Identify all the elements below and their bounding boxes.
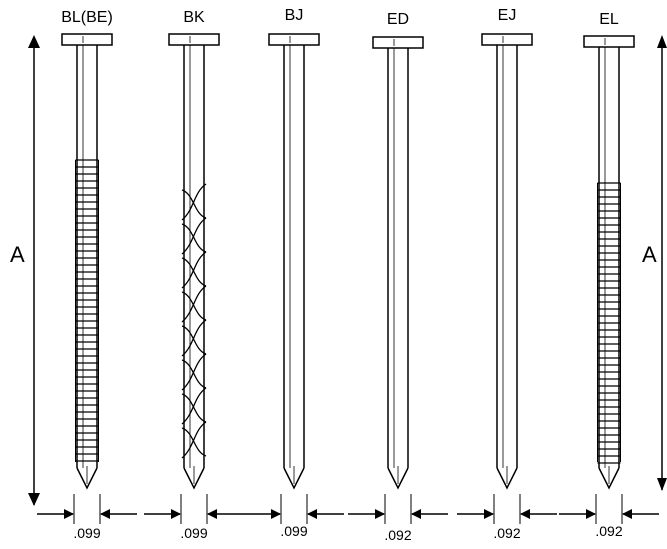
nail-bj: BJ .099 xyxy=(244,7,344,539)
nail-code-label: EL xyxy=(599,11,619,28)
nail-head xyxy=(583,35,635,48)
length-label-left: A xyxy=(10,242,25,267)
nail-thread xyxy=(181,217,207,255)
nail-body xyxy=(348,36,448,524)
nail-diameter-label: .099 xyxy=(73,525,100,541)
nail-code-label: BL(BE) xyxy=(61,9,113,26)
nail-thread xyxy=(181,223,207,253)
nail-code-label: EJ xyxy=(498,7,517,24)
arrow-down-left-icon xyxy=(28,493,40,506)
arrow-up-right-icon xyxy=(657,35,667,48)
nail-thread xyxy=(181,251,207,289)
nail-thread xyxy=(181,189,207,219)
nail-head xyxy=(61,33,113,46)
nail-body xyxy=(144,33,244,524)
nail-diameter-label: .092 xyxy=(384,527,411,543)
nail-ed: ED .092 xyxy=(348,11,448,543)
nail-head xyxy=(372,36,424,49)
nail-el: EL .092 xyxy=(559,11,659,539)
nail-body xyxy=(559,35,659,524)
nail-thread xyxy=(181,353,207,391)
nail-thread xyxy=(181,325,207,355)
nail-head xyxy=(268,33,320,46)
nail-code-label: BK xyxy=(183,9,205,26)
length-label-right: A xyxy=(642,242,657,267)
nail-thread xyxy=(181,421,207,459)
nail-diameter-label: .092 xyxy=(595,523,622,539)
nail-body xyxy=(457,33,557,524)
nail-thread xyxy=(181,257,207,287)
arrow-up-left-icon xyxy=(28,35,40,48)
nail-thread xyxy=(181,285,207,323)
nail-thread xyxy=(181,183,207,221)
arrow-down-right-icon xyxy=(657,478,667,491)
nail-thread xyxy=(181,387,207,425)
nail-thread xyxy=(181,291,207,321)
nail-thread xyxy=(181,427,207,457)
nail-thread xyxy=(181,359,207,389)
nail-ej: EJ .092 xyxy=(457,7,557,541)
nail-thread xyxy=(181,393,207,423)
nail-body xyxy=(244,33,344,524)
nail-bl-be: BL(BE) .099 xyxy=(37,9,137,541)
nail-thread xyxy=(181,319,207,357)
nail-code-label: ED xyxy=(387,11,409,28)
nail-diameter-label: .099 xyxy=(180,525,207,541)
nail-diameter-label: .099 xyxy=(280,523,307,539)
nail-diameter-label: .092 xyxy=(493,525,520,541)
nail-head xyxy=(168,33,220,46)
length-dimension-left: A xyxy=(10,35,40,506)
nail-bk: BK .099 xyxy=(144,9,244,541)
nail-code-label: BJ xyxy=(285,7,304,24)
length-dimension-right: A xyxy=(642,35,667,491)
nail-head xyxy=(481,33,533,46)
nail-body xyxy=(37,33,137,524)
